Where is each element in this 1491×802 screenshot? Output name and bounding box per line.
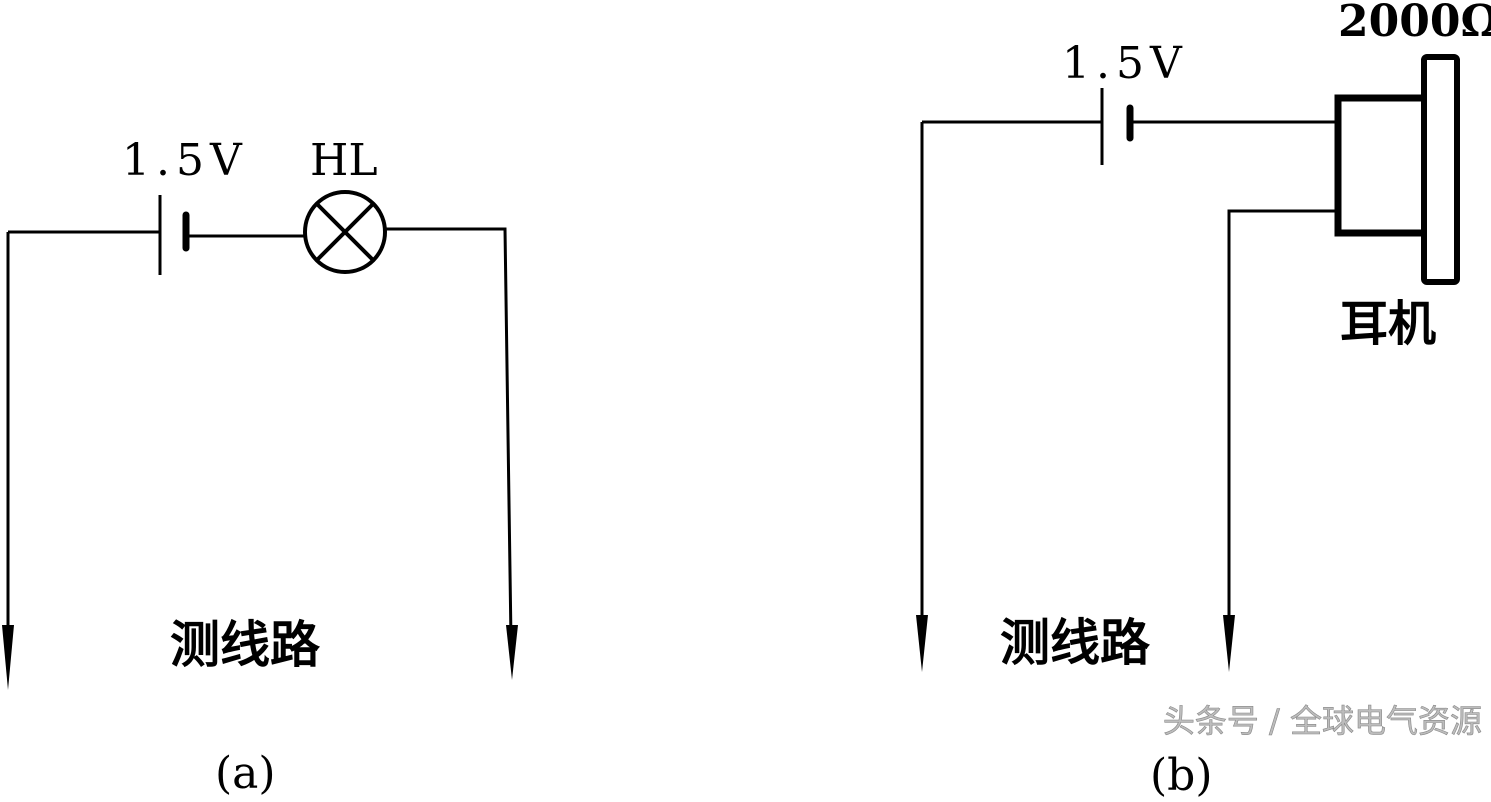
wire-b-lower (1227, 209, 1336, 640)
line-label: 测线路 (170, 616, 321, 674)
caption-b: (b) (1150, 750, 1213, 801)
lamp-label: HL (310, 135, 378, 186)
earphone-label: 耳机 (1340, 296, 1436, 352)
battery-label: 1.5V (122, 135, 248, 186)
diagram-a: 1.5V HL 测线路 (a) (2, 135, 518, 799)
probe-arrow-icon (2, 625, 14, 690)
probe-arrow-icon (1223, 615, 1235, 672)
lamp-icon (303, 190, 387, 274)
caption-a: (a) (215, 748, 276, 799)
line-label: 测线路 (1000, 614, 1151, 672)
resistance-label: 2000Ω (1338, 0, 1491, 47)
probe-arrow-icon (506, 625, 518, 680)
watermark: 头条号 / 全球电气资源 (1163, 702, 1482, 740)
earphone-icon (1334, 54, 1460, 285)
wire-a-right (385, 227, 513, 641)
diagram-b: 1.5V 2000Ω 耳机 测线路 (b) (916, 0, 1491, 801)
wire-a-left (6, 230, 160, 640)
wire-b-left (920, 120, 1102, 640)
battery-label: 1.5V (1062, 38, 1188, 89)
probe-arrow-icon (916, 615, 928, 672)
